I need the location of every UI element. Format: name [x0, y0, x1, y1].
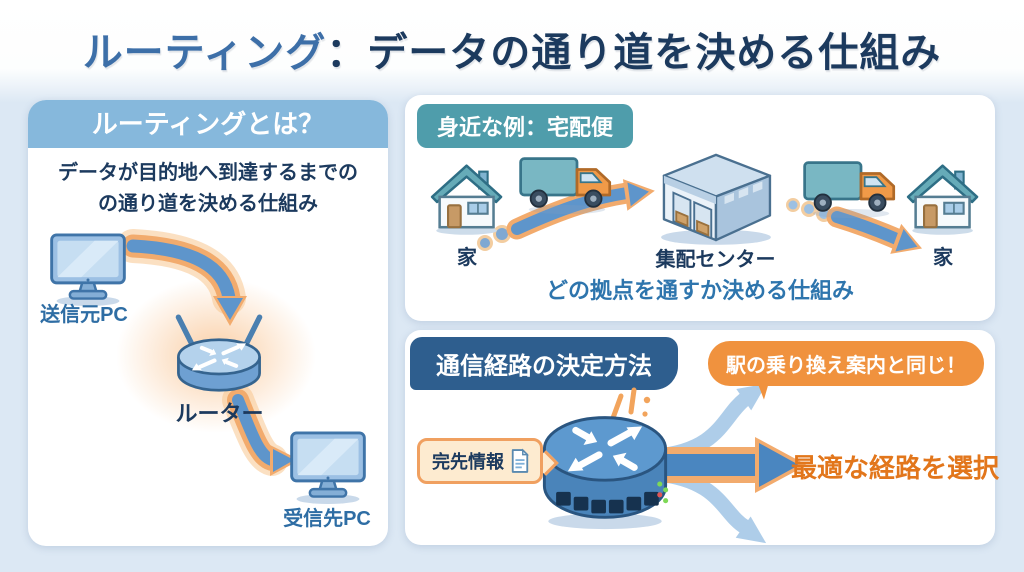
delivery-truck-icon	[803, 161, 896, 219]
title-part1: ルーティング	[82, 31, 327, 75]
house-left-label: 家	[457, 247, 477, 269]
warehouse-icon	[661, 153, 772, 245]
route-decision-header: 通信経路の決定方法	[410, 337, 678, 390]
body-line-1: データが目的地へ到達するまでの	[58, 162, 358, 184]
delivery-example-panel: 身近な例：宅配便 家	[405, 95, 995, 321]
route-decision-panel: 通信経路の決定方法 駅の乗り換え案内と同じ！	[405, 330, 999, 545]
monitor-icon	[50, 233, 126, 306]
router-icon	[175, 314, 263, 392]
routing-definition-panel: ルーティングとは？ データが目的地へ到達するまでの の通り道を決める仕組み	[28, 100, 388, 546]
routing-definition-body: データが目的地へ到達するまでの の通り道を決める仕組み	[28, 158, 388, 220]
source-pc-label: 送信元PC	[40, 304, 128, 326]
center-label: 集配センター	[655, 249, 776, 271]
destination-pc-label: 受信先PC	[283, 508, 371, 530]
routing-definition-header: ルーティングとは？	[28, 100, 388, 148]
optimal-route-label: 最適な経路を選択	[791, 453, 1000, 483]
page-title: ルーティング：データの通り道を決める仕組み	[0, 20, 1024, 78]
destination-info-bubble: 完先情報	[417, 438, 543, 484]
monitor-icon	[290, 431, 366, 504]
sparks-icon	[610, 387, 651, 421]
delivery-truck-icon	[519, 157, 612, 215]
body-line-2: の通り道を決める仕組み	[98, 193, 318, 215]
router-icon	[542, 416, 669, 530]
title-part2: ：データの通り道を決める仕組み	[326, 31, 942, 75]
house-icon	[430, 164, 503, 235]
document-icon	[511, 448, 529, 473]
destination-info-label: 完先情報	[432, 452, 504, 472]
router-label: ルーター	[175, 401, 264, 426]
delivery-caption: どの拠点を通すか決める仕組み	[545, 278, 854, 303]
house-icon	[906, 164, 979, 235]
delivery-badge: 身近な例：宅配便	[417, 104, 634, 148]
transfer-guide-bubble: 駅の乗り換え案内と同じ！	[708, 341, 984, 386]
house-right-label: 家	[933, 247, 953, 269]
